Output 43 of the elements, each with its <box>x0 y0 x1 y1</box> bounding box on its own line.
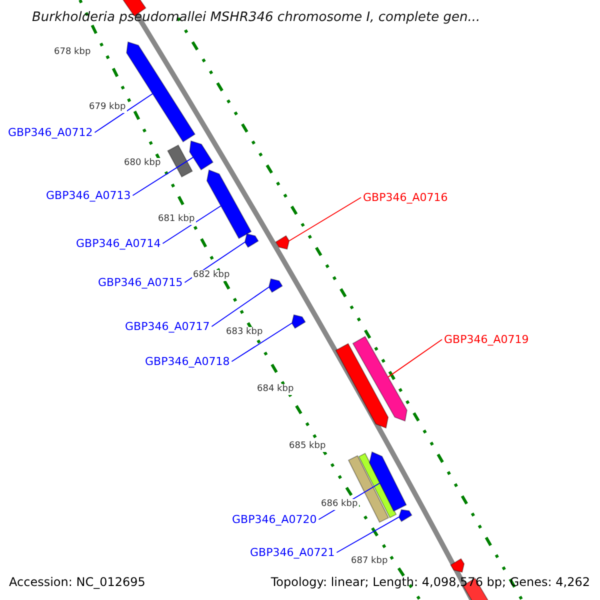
scale-label: 683 kbp <box>225 327 264 338</box>
gene-feature <box>335 342 389 429</box>
leader-line <box>288 197 362 242</box>
title: Burkholderia pseudomallei MSHR346 chromosome I, complete gen... <box>32 11 480 24</box>
gene-feature <box>206 169 252 240</box>
gene-feature <box>291 314 306 329</box>
gene-label: GBP346_A0718 <box>145 356 230 367</box>
scale-label: 686 kbp <box>320 499 359 510</box>
gene-label: GBP346_A0714 <box>76 238 161 249</box>
leader-line <box>336 516 400 553</box>
leader-line <box>211 286 270 327</box>
gene-label: GBP346_A0719 <box>444 334 529 345</box>
gene-label: GBP346_A0720 <box>232 514 317 525</box>
gene-feature <box>126 41 196 142</box>
gene-label: GBP346_A0717 <box>125 321 210 332</box>
leader-line <box>231 322 292 362</box>
gene-feature <box>368 451 407 512</box>
scale-label: 679 kbp <box>88 102 127 113</box>
gene-feature <box>398 509 412 522</box>
gene-label: GBP346_A0713 <box>46 190 131 201</box>
gene-feature <box>268 278 283 293</box>
scale-label: 680 kbp <box>123 158 162 169</box>
gene-feature <box>189 140 214 170</box>
gene-label: GBP346_A0721 <box>250 547 335 558</box>
scale-label: 678 kbp <box>53 47 92 58</box>
gene-feature <box>167 144 193 178</box>
gene-label: GBP346_A0715 <box>98 277 183 288</box>
gene-feature <box>275 235 290 250</box>
gene-feature <box>352 336 408 422</box>
scale-label: 685 kbp <box>288 441 327 452</box>
gene-feature <box>450 558 465 573</box>
gene-label: GBP346_A0712 <box>8 127 93 138</box>
scale-label: 687 kbp <box>350 556 389 567</box>
scale-label: 682 kbp <box>192 270 231 281</box>
footer-text: Accession: NC_012695 <box>9 576 146 588</box>
scale-label: 684 kbp <box>256 384 295 395</box>
leader-line <box>162 205 222 244</box>
leader-line <box>388 339 442 378</box>
gene-feature <box>244 233 259 248</box>
gene-label: GBP346_A0716 <box>363 192 448 203</box>
leader-line <box>94 93 154 133</box>
scale-label: 681 kbp <box>157 214 196 225</box>
leader-line <box>132 156 194 196</box>
